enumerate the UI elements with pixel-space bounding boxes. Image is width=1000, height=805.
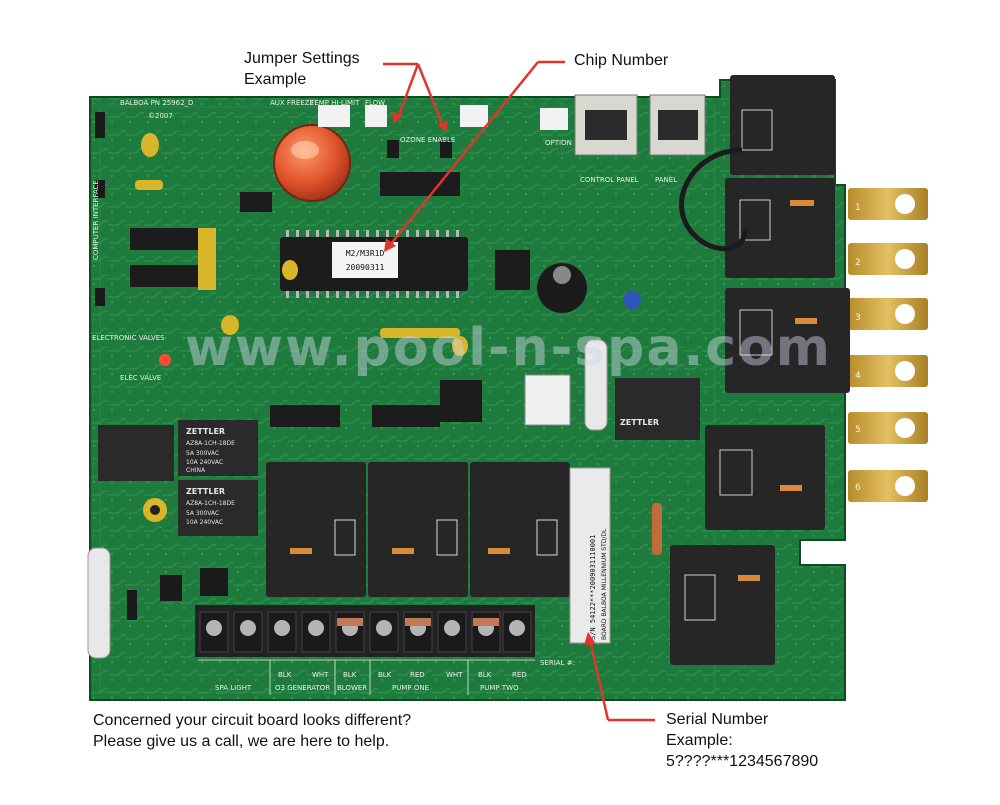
board-year: ©2007 bbox=[148, 112, 173, 120]
annotation-arrows bbox=[383, 60, 655, 722]
wire-color-label: BLK bbox=[378, 671, 392, 679]
serial-sticker-number: S/N 54122***2009031110001 bbox=[589, 535, 597, 640]
relay-rating: 5A 300VAC bbox=[186, 510, 219, 517]
relay-brand: ZETTLER bbox=[620, 418, 659, 427]
relay-rating: 10A 240VAC bbox=[186, 459, 223, 466]
jumper-wire bbox=[679, 147, 748, 252]
relay-model: AZ8A-1CH-18DE bbox=[186, 500, 235, 507]
terminal-label-spa-light: SPA LIGHT bbox=[215, 684, 252, 692]
chip-label-line1: M2/M3R1D bbox=[346, 249, 385, 258]
serial-sticker: S/N 54122***2009031110001 BOARD BALBOA M… bbox=[569, 467, 611, 644]
relays-bottom bbox=[266, 462, 570, 597]
ic-chips bbox=[130, 172, 530, 427]
jumper-settings-label: Jumper Settings bbox=[244, 50, 360, 67]
header-label-option: OPTION bbox=[545, 139, 572, 147]
footer-note-line2: Please give us a call, we are here to he… bbox=[93, 733, 390, 750]
serial-marker: SERIAL #: bbox=[540, 659, 575, 667]
terminal-label-pump-two: PUMP TWO bbox=[480, 684, 519, 692]
side-label-electronic-valves: ELECTRONIC VALVES bbox=[92, 334, 165, 342]
footer-note-line1: Concerned your circuit board looks diffe… bbox=[93, 712, 412, 729]
wire-color-label: BLK bbox=[343, 671, 357, 679]
capacitor-orange bbox=[273, 124, 351, 202]
port-label-panel: PANEL bbox=[655, 176, 677, 184]
wire-color-label: RED bbox=[410, 671, 425, 679]
port-label-control: CONTROL PANEL bbox=[580, 176, 639, 184]
serial-number-label-line2: Example: bbox=[666, 732, 733, 749]
serial-number-example: 5????***1234567890 bbox=[666, 753, 819, 770]
wire-color-label: WHT bbox=[312, 671, 329, 679]
jumper-settings-label-line2: Example bbox=[244, 71, 307, 88]
spade-number: 2 bbox=[855, 258, 861, 268]
side-label-computer-interface: COMPUTER INTERFACE bbox=[92, 180, 100, 260]
relay-rating: 5A 300VAC bbox=[186, 450, 219, 457]
terminal-block bbox=[195, 605, 535, 657]
rj-ports bbox=[574, 94, 706, 156]
header-label-ozone: OZONE ENABLE bbox=[400, 136, 455, 144]
terminal-label-o3: O3 GENERATOR bbox=[275, 684, 330, 692]
zettler-relays bbox=[98, 378, 700, 536]
terminal-label-blower: BLOWER bbox=[337, 684, 367, 692]
side-label-elec-valve: ELEC VALVE bbox=[120, 374, 161, 382]
wire-color-label: BLK bbox=[478, 671, 492, 679]
chip-label-line2: 20090311 bbox=[346, 263, 385, 272]
wire-color-label: BLK bbox=[278, 671, 292, 679]
relay-brand: ZETTLER bbox=[186, 427, 225, 436]
spade-number: 5 bbox=[855, 425, 861, 435]
serial-sticker-side: BOARD BALBOA MILLENNIUM STD/DL bbox=[601, 528, 608, 640]
terminal-label-pump-one: PUMP ONE bbox=[392, 684, 429, 692]
fuse bbox=[584, 339, 608, 431]
serial-number-label: Serial Number bbox=[666, 711, 769, 728]
relay-origin: CHINA bbox=[186, 467, 206, 474]
header-label-flow: FLOW bbox=[365, 99, 385, 107]
header-label-temp: TEMP HI-LIMIT bbox=[309, 99, 360, 107]
chip-number-label: Chip Number bbox=[574, 52, 669, 69]
watermark: www.pool-n-spa.com bbox=[185, 318, 832, 378]
relays-right bbox=[670, 75, 850, 665]
relay-model: AZ8A-1CH-18DE bbox=[186, 440, 235, 447]
wire-color-label: RED bbox=[512, 671, 527, 679]
spade-number: 4 bbox=[855, 371, 861, 381]
spade-number: 6 bbox=[855, 483, 861, 493]
spade-number: 3 bbox=[855, 313, 861, 323]
spade-terminals bbox=[848, 188, 928, 502]
spade-number: 1 bbox=[855, 203, 861, 213]
board-model: BALBOA PN 25962_D bbox=[120, 99, 193, 107]
relay-rating: 10A 240VAC bbox=[186, 519, 223, 526]
wire-color-label: WHT bbox=[446, 671, 463, 679]
relay-brand: ZETTLER bbox=[186, 487, 225, 496]
main-chip: M2/M3R1D 20090311 bbox=[280, 230, 468, 298]
header-label-aux: AUX FREEZE bbox=[270, 99, 314, 107]
